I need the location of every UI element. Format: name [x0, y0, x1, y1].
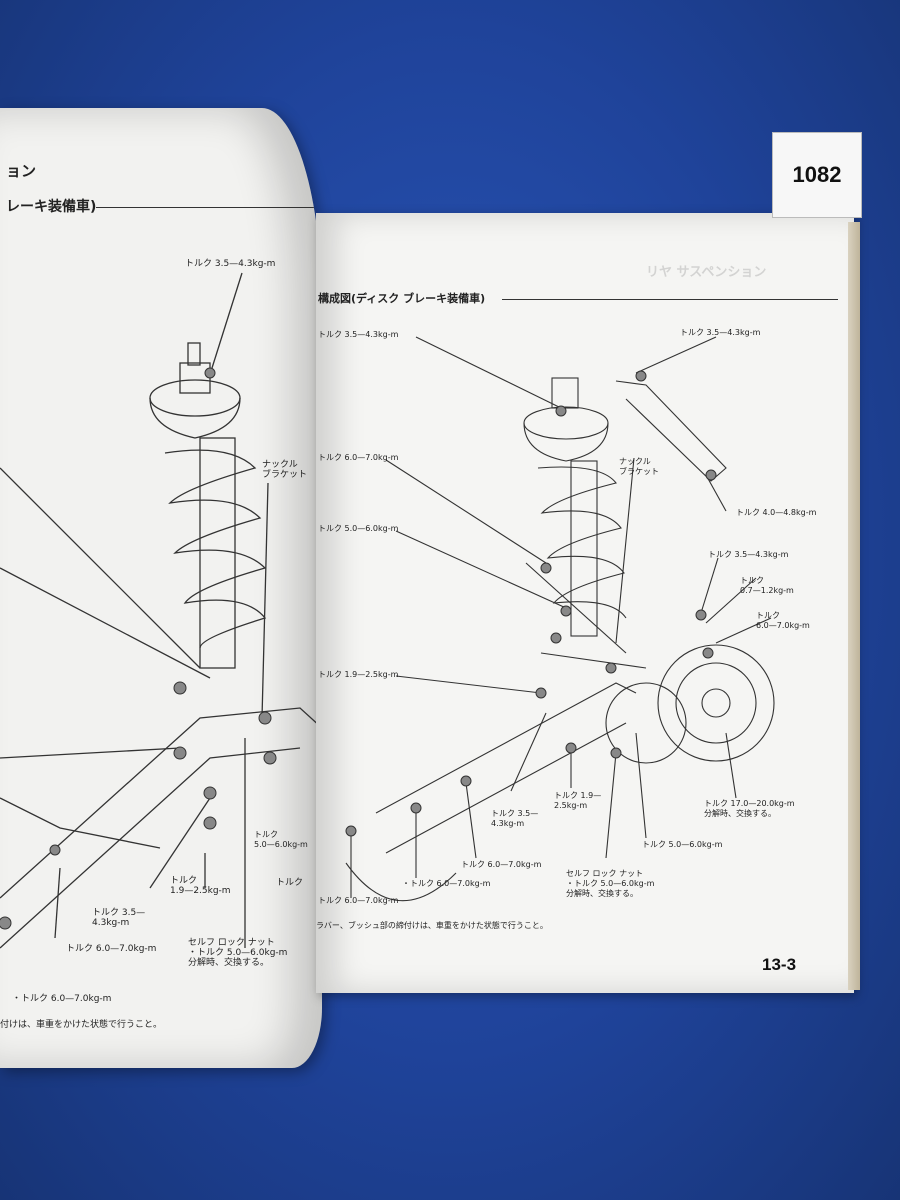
page-stack-edge	[848, 222, 860, 990]
right-heading: 構成図(ディスク ブレーキ装備車)	[318, 292, 486, 305]
right-label-t7: トルク 0.7—1.2kg-m	[740, 576, 794, 595]
left-heading-rule	[96, 207, 322, 208]
left-heading: ョン	[6, 162, 37, 180]
item-number-tag: 1082	[772, 132, 862, 218]
left-page: ョン レーキ装備車)	[0, 108, 322, 1068]
left-label-torque-19-25: トルク 1.9—2.5kg-m	[170, 876, 231, 896]
left-label-torque-60-70-b: ・トルク 6.0—7.0kg-m	[12, 994, 112, 1004]
right-label-t5: トルク 5.0—6.0kg-m	[318, 524, 399, 533]
right-footnote: ラバー、ブッシュ部の締付けは、車重をかけた状態で行うこと。	[316, 921, 548, 930]
left-label-torque-35-43: トルク 3.5— 4.3kg-m	[92, 908, 146, 928]
left-label-torque-50-60: トルク 5.0—6.0kg-m	[254, 830, 308, 849]
left-label-torque-top: トルク 3.5—4.3kg-m	[185, 259, 276, 269]
right-label-t15: ・トルク 6.0—7.0kg-m	[402, 879, 491, 888]
left-label-self-lock-nut: セルフ ロック ナット ・トルク 5.0—6.0kg-m 分解時、交換する。	[188, 938, 288, 968]
right-label-knuckle-bracket: ナックル ブラケット	[619, 457, 659, 476]
left-suspension-diagram	[0, 272, 322, 949]
page-number: 13-3	[762, 955, 797, 974]
right-label-t2: トルク 3.5—4.3kg-m	[680, 328, 761, 337]
right-label-t10: トルク 1.9— 2.5kg-m	[554, 791, 602, 810]
right-label-t12: トルク 17.0—20.0kg-m 分解時、交換する。	[704, 799, 795, 818]
right-label-t9: トルク 1.9—2.5kg-m	[318, 670, 399, 679]
right-label-t13: トルク 5.0—6.0kg-m	[642, 840, 723, 849]
right-suspension-diagram	[345, 336, 775, 902]
right-ghost-title: リヤ サスペンション	[646, 265, 767, 280]
left-label-torque-partial: トルク	[276, 878, 304, 888]
right-label-t3: トルク 6.0—7.0kg-m	[318, 453, 399, 462]
right-label-t16: トルク 6.0—7.0kg-m	[318, 896, 399, 905]
right-label-t11: トルク 3.5— 4.3kg-m	[491, 809, 539, 828]
right-page: リヤ サスペンション 構成図(ディスク ブレーキ装備車)	[316, 213, 854, 993]
right-label-t8: トルク 6.0—7.0kg-m	[756, 611, 810, 630]
left-footnote: 付けは、車重をかけた状態で行うこと。	[0, 1020, 163, 1030]
left-label-torque-60-70: トルク 6.0—7.0kg-m	[66, 944, 157, 954]
right-label-t4: トルク 4.0—4.8kg-m	[736, 508, 817, 517]
right-label-t6: トルク 3.5—4.3kg-m	[708, 550, 789, 559]
right-heading-rule	[502, 299, 838, 300]
right-label-t14: トルク 6.0—7.0kg-m	[461, 860, 542, 869]
right-label-t1: トルク 3.5—4.3kg-m	[318, 330, 399, 339]
left-subheading: レーキ装備車)	[6, 199, 97, 215]
left-label-knuckle-bracket: ナックル ブラケット	[262, 460, 308, 480]
right-label-self-lock-nut: セルフ ロック ナット ・トルク 5.0—6.0kg-m 分解時、交換する。	[566, 869, 655, 898]
